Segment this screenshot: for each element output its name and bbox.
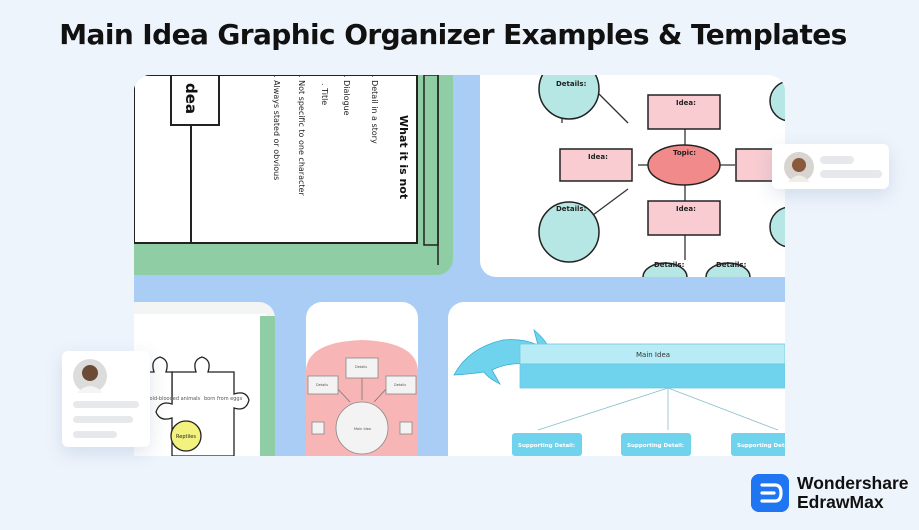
logo-text: Wondershare EdrawMax — [797, 474, 909, 512]
topic-label: Topic: — [673, 149, 696, 157]
puzzle-center-label: Reptiles — [176, 434, 196, 440]
edrawmax-logo-icon — [751, 474, 789, 512]
card1-item-5: . Always stated or obvious — [272, 75, 281, 180]
puzzle-text-b: born from eggs — [204, 396, 243, 402]
logo-line-2: EdrawMax — [797, 492, 884, 512]
template-collage: dea What it is not . Detail in a story .… — [134, 75, 785, 456]
supporting-detail-2: Supporting Detail: — [627, 443, 684, 449]
template-card-topic-web[interactable]: Topic: Idea: Idea: Idea: Details: Detail… — [480, 75, 785, 277]
puzzle-text-a: Cold-blooded animals — [146, 396, 201, 402]
card1-item-3: . Title — [320, 83, 329, 105]
details-label-bottom-b: Details: — [716, 261, 747, 269]
profile-bar-right-1 — [820, 156, 854, 164]
mobile-template-graphic: Details Details Details Main Idea — [306, 340, 418, 456]
idea-label-top: Idea: — [676, 99, 696, 107]
details-label-bottom: Details: — [556, 205, 587, 213]
dolphin-main-idea-label: Main Idea — [636, 351, 670, 359]
profile-bar-left-1 — [73, 401, 139, 408]
template-card-puzzle[interactable]: Reptiles Cold-blooded animals born from … — [134, 302, 275, 456]
template-card-main-idea-table[interactable]: dea What it is not . Detail in a story .… — [134, 75, 453, 275]
main-idea-table-graphic: dea What it is not . Detail in a story .… — [134, 75, 439, 265]
card1-item-2: . Dialogue — [342, 75, 351, 116]
template-card-mobile[interactable]: Details Details Details Main Idea — [306, 302, 418, 456]
mobile-center-main-idea: Main Idea — [354, 427, 371, 431]
card1-header: What it is not — [397, 115, 410, 199]
topic-web-graphic: Topic: Idea: Idea: Idea: Details: Detail… — [538, 75, 785, 277]
idea-label-bottom: Idea: — [676, 205, 696, 213]
details-label-top: Details: — [556, 80, 587, 88]
supporting-detail-1: Supporting Detail: — [518, 443, 575, 449]
mobile-left-details: Details — [316, 383, 328, 387]
supporting-detail-3: Supporting Detail: — [737, 443, 785, 449]
profile-bar-left-3 — [73, 431, 117, 438]
card1-item-1: . Detail in a story — [370, 75, 379, 144]
mobile-right-details: Details — [394, 383, 406, 387]
idea-label-left: Idea: — [588, 153, 608, 161]
avatar-left — [73, 359, 107, 393]
page-title: Main Idea Graphic Organizer Examples & T… — [59, 18, 847, 51]
dolphin-template-graphic: Main Idea Supporting Detail: Supporting … — [453, 328, 785, 456]
profile-bar-right-2 — [820, 170, 882, 178]
avatar-right — [784, 152, 814, 182]
template-card-dolphin[interactable]: Main Idea Supporting Detail: Supporting … — [448, 302, 785, 456]
details-label-bottom-a: Details: — [654, 261, 685, 269]
puzzle-graphic: Reptiles Cold-blooded animals born from … — [134, 314, 275, 456]
card1-item-4: . Not specific to one character — [297, 75, 306, 196]
mobile-top-details: Details — [355, 365, 367, 369]
logo-line-1: Wondershare — [797, 473, 909, 493]
profile-card-left — [62, 351, 150, 447]
idea-label: dea — [182, 83, 200, 114]
profile-bar-left-2 — [73, 416, 133, 423]
brand-logo[interactable]: Wondershare EdrawMax — [751, 474, 909, 512]
profile-card-right — [772, 144, 889, 189]
